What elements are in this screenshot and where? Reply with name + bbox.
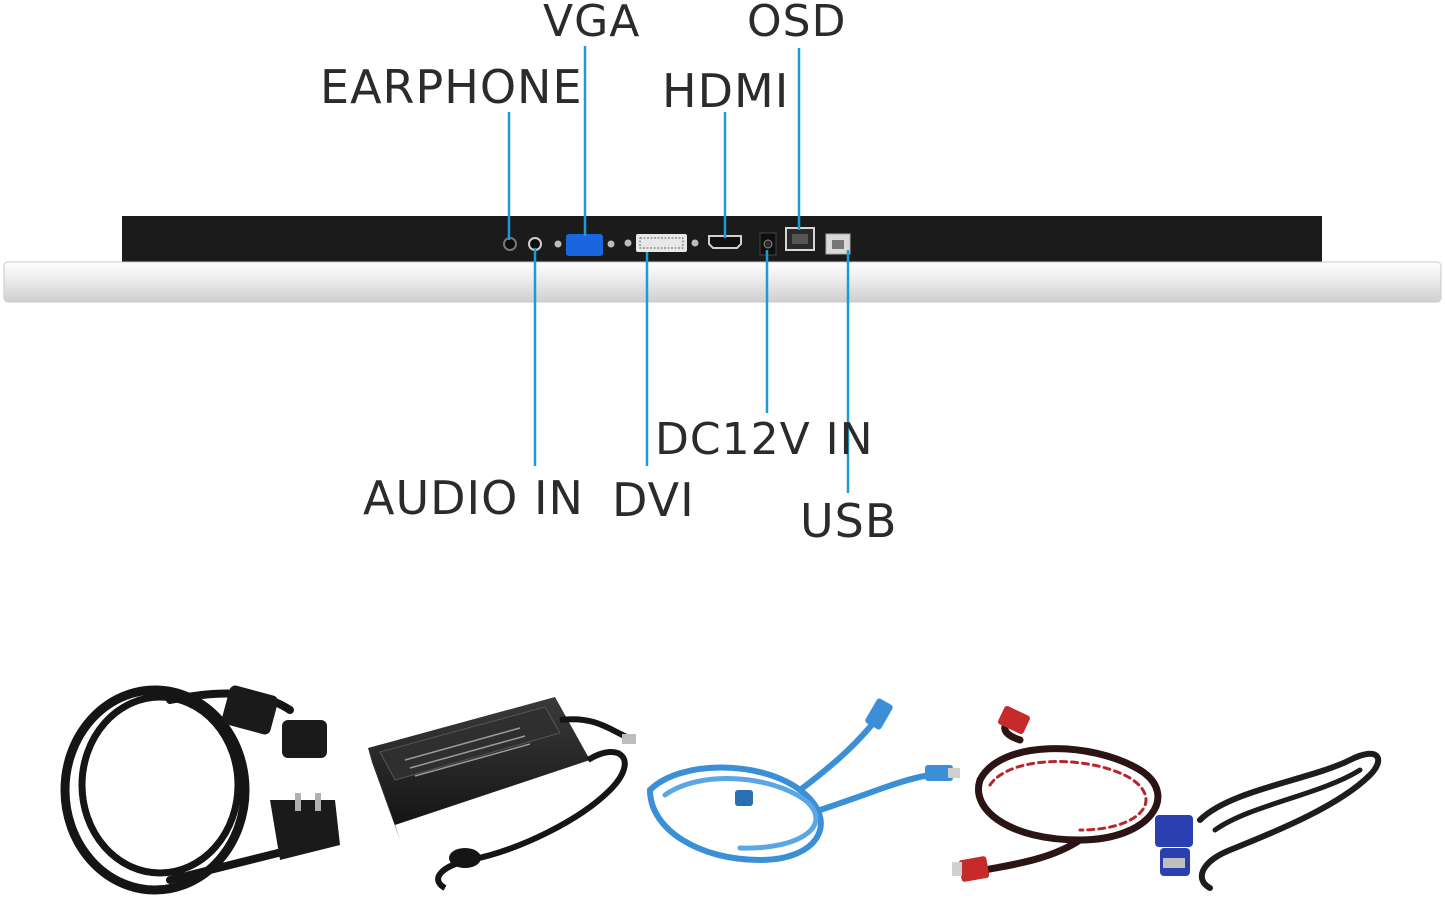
label-dc12v: DC12V IN <box>655 414 874 465</box>
leader-lines <box>507 46 850 493</box>
osd-port-icon <box>785 227 815 251</box>
label-usb: USB <box>800 494 898 548</box>
monitor-bezel <box>3 261 1442 303</box>
hdmi-port-icon <box>708 235 742 249</box>
vga-cable-icon <box>1155 750 1382 891</box>
power-cord-icon <box>60 685 340 895</box>
dc12v-port-icon <box>759 232 777 256</box>
label-osd: OSD <box>747 0 847 47</box>
usb-cable-icon <box>646 698 960 864</box>
hdmi-cable-icon <box>952 706 1162 882</box>
label-audio-in: AUDIO IN <box>363 471 584 525</box>
label-vga: VGA <box>543 0 641 47</box>
label-hdmi: HDMI <box>662 64 790 118</box>
ports <box>503 227 851 256</box>
usb-port-icon <box>825 233 851 255</box>
dvi-port-icon <box>624 234 699 252</box>
power-adapter-icon <box>368 697 636 891</box>
label-dvi: DVI <box>612 473 695 527</box>
vga-port-icon <box>554 234 615 256</box>
label-earphone: EARPHONE <box>320 60 583 114</box>
